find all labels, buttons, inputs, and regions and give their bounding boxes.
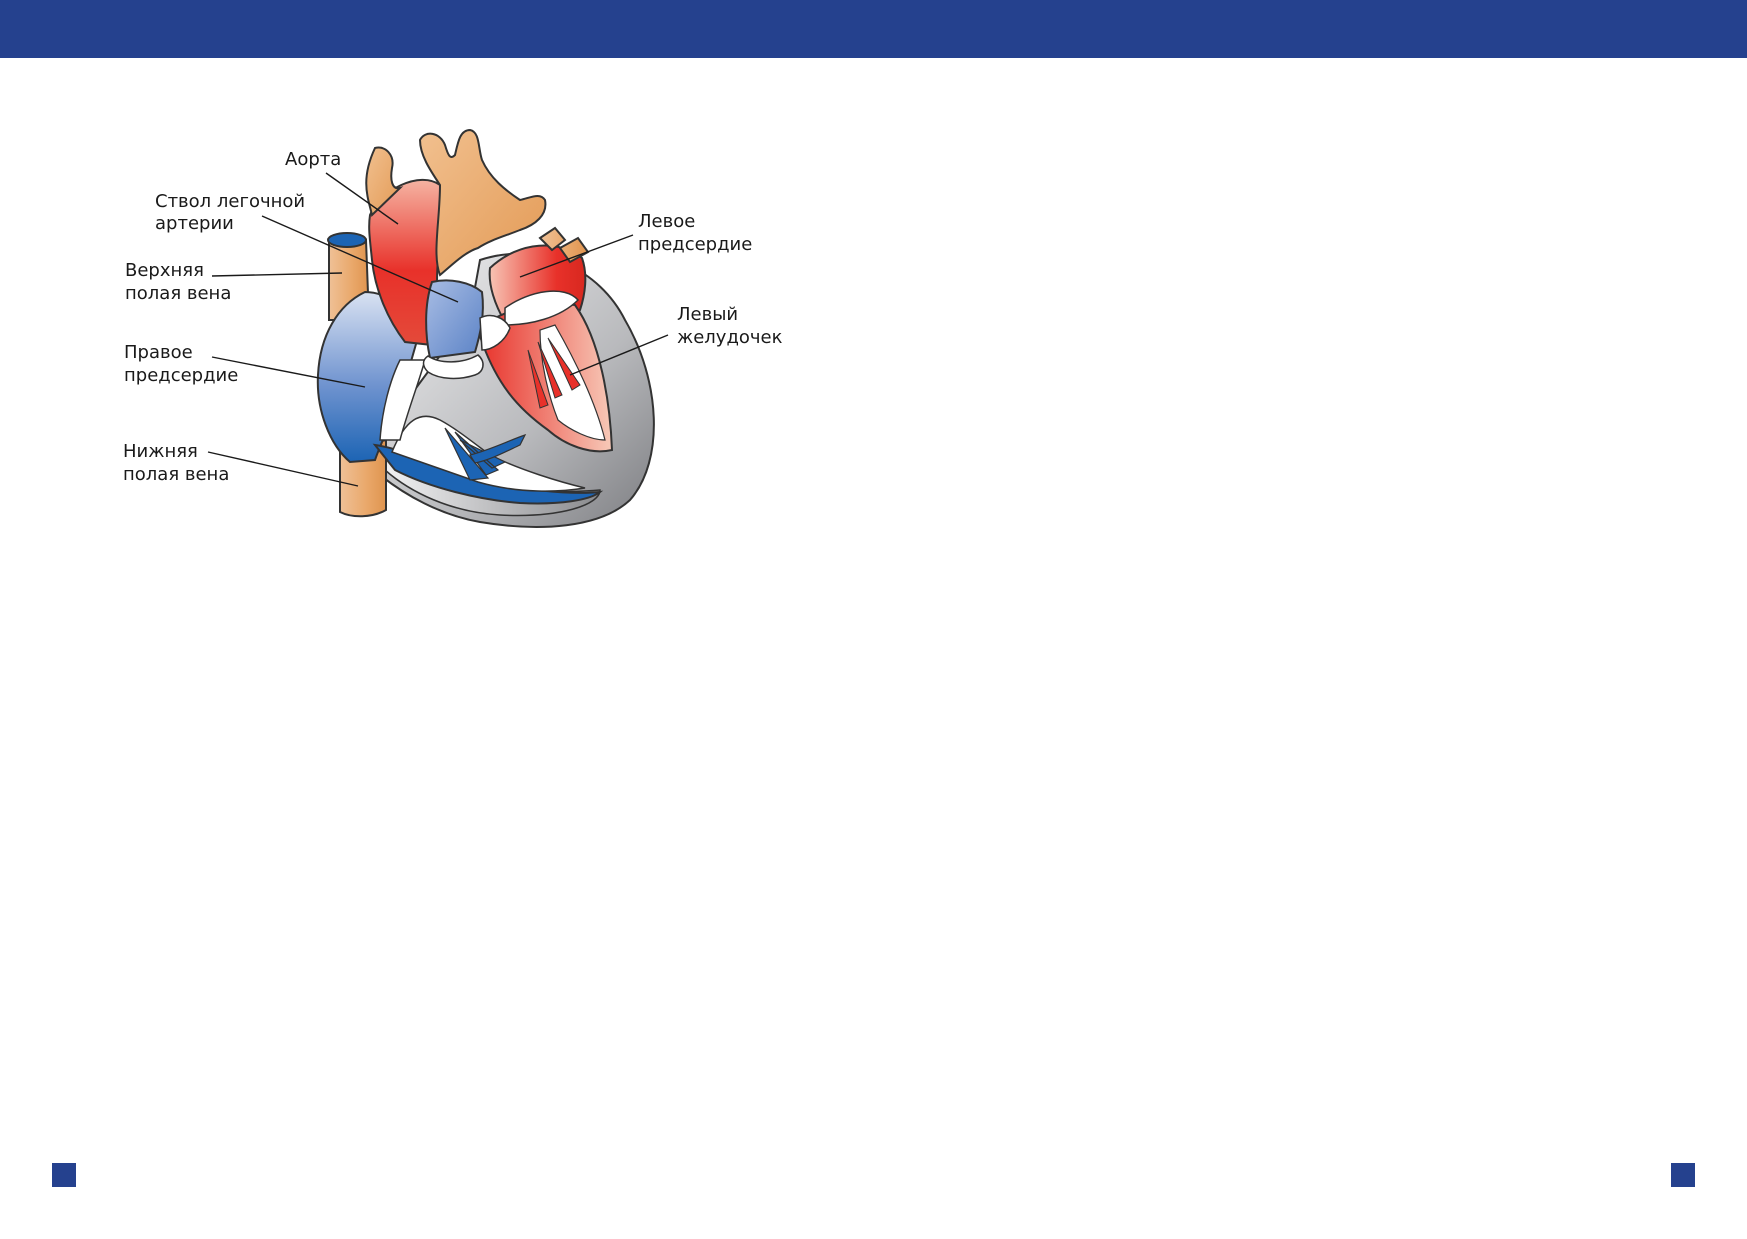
aortic-arch-left-branch bbox=[365, 146, 404, 217]
label-aorta: Аорта bbox=[285, 149, 341, 170]
label-superior-vena-cava-line1: Верхняя bbox=[125, 260, 204, 281]
label-left-ventricle-line2: желудочек bbox=[677, 327, 783, 348]
leader-left-atrium bbox=[519, 234, 634, 278]
corner-square-right bbox=[1671, 1163, 1695, 1187]
superior-vena-cava-opening bbox=[327, 232, 367, 248]
right-ventricle-muscle bbox=[469, 433, 527, 464]
label-inferior-vena-cava-line2: полая вена bbox=[123, 464, 229, 485]
pulmonary-valve bbox=[422, 354, 484, 380]
leader-right-atrium bbox=[211, 356, 366, 388]
aortic-valve bbox=[479, 314, 511, 351]
leader-pulmonary-trunk bbox=[261, 215, 459, 303]
aortic-arch bbox=[418, 128, 547, 277]
leader-superior-vena-cava bbox=[211, 272, 343, 277]
label-pulmonary-trunk-line2: артерии bbox=[155, 213, 234, 234]
label-left-atrium-line2: предсердие bbox=[638, 234, 752, 255]
leader-inferior-vena-cava bbox=[207, 451, 359, 487]
leader-aorta bbox=[325, 172, 399, 225]
label-inferior-vena-cava-line1: Нижняя bbox=[123, 441, 198, 462]
left-ventricle-chordae bbox=[527, 337, 581, 409]
label-right-atrium-line1: Правое bbox=[124, 342, 193, 363]
label-pulmonary-trunk-line1: Ствол легочной bbox=[155, 191, 305, 212]
corner-square-left bbox=[52, 1163, 76, 1187]
right-ventricle-inner bbox=[391, 415, 586, 492]
leader-left-ventricle bbox=[569, 334, 669, 376]
tricuspid-valve bbox=[379, 359, 426, 441]
label-superior-vena-cava-line2: полая вена bbox=[125, 283, 231, 304]
label-left-atrium-line1: Левое bbox=[638, 211, 695, 232]
label-right-atrium-line2: предсердие bbox=[124, 365, 238, 386]
top-header-bar bbox=[0, 0, 1747, 58]
mitral-valve bbox=[504, 290, 580, 326]
label-left-ventricle-line1: Левый bbox=[677, 304, 738, 325]
